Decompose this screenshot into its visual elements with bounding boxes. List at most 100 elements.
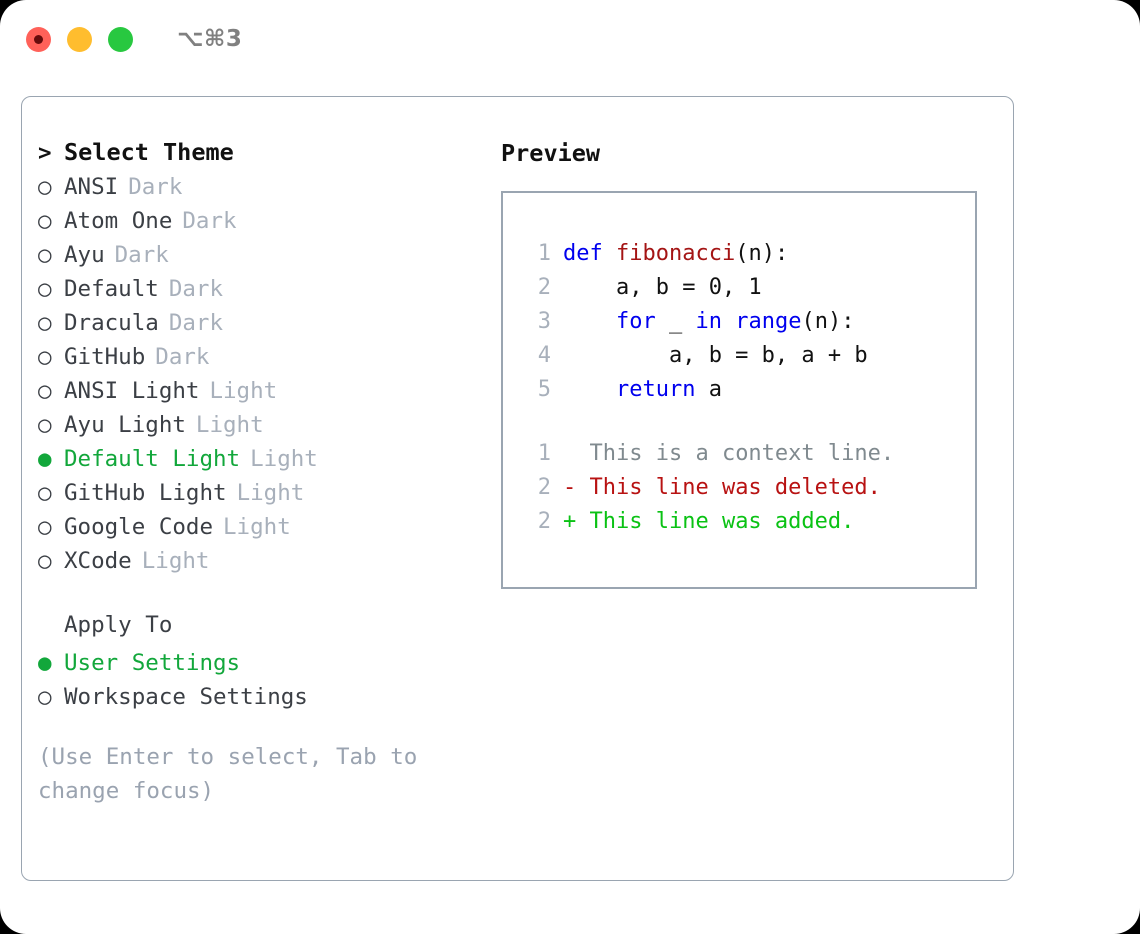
code-token: (n):	[735, 241, 789, 266]
code-token: _	[655, 309, 696, 334]
diff-line: 2+ This line was added.	[521, 505, 975, 539]
radio-unselected-icon[interactable]: ○	[38, 174, 52, 200]
code-token: a, b = 0, 1	[563, 275, 762, 300]
radio-unselected-icon[interactable]: ○	[38, 412, 52, 438]
theme-list-header: > Select Theme	[38, 136, 478, 170]
theme-item-name: XCode	[64, 548, 132, 574]
code-token: fibonacci	[615, 241, 736, 266]
theme-item-name: ANSI Light	[64, 378, 200, 404]
radio-selected-icon[interactable]: ●	[38, 446, 52, 472]
diff-sign: +	[563, 509, 577, 534]
code-token: for	[615, 309, 656, 334]
line-number: 4	[537, 343, 551, 368]
theme-item-name: Google Code	[64, 514, 214, 540]
close-button[interactable]	[26, 26, 51, 52]
apply-to-item-label: User Settings	[64, 650, 241, 676]
radio-unselected-icon[interactable]: ○	[38, 548, 52, 574]
code-token	[722, 309, 735, 334]
code-line-content: def fibonacci(n):	[563, 237, 788, 271]
code-line-content: a, b = b, a + b	[563, 339, 868, 373]
radio-unselected-icon[interactable]: ○	[38, 344, 52, 370]
code-token: in	[695, 309, 722, 334]
theme-list-item[interactable]: ○ Default Dark	[38, 272, 478, 306]
code-token	[563, 377, 616, 402]
theme-list-item[interactable]: ○ ANSI Light Light	[38, 374, 478, 408]
code-line: 2 a, b = 0, 1	[521, 271, 975, 305]
line-number: 2	[537, 509, 551, 534]
theme-item-name: Default Light	[64, 446, 241, 472]
theme-item-kind-badge: Dark	[155, 344, 210, 370]
code-line-content: a, b = 0, 1	[563, 271, 762, 305]
diff-line: 1 This is a context line.	[521, 437, 975, 471]
theme-item-kind-badge: Light	[195, 412, 264, 438]
radio-unselected-icon[interactable]: ○	[38, 480, 52, 506]
theme-item-kind-badge: Light	[236, 480, 305, 506]
radio-unselected-icon[interactable]: ○	[38, 276, 52, 302]
code-line: 5 return a	[521, 373, 975, 407]
apply-to-item[interactable]: ● User Settings	[38, 646, 478, 680]
window-titlebar: ⌥⌘3	[0, 0, 1140, 78]
theme-item-kind-badge: Light	[223, 514, 291, 540]
close-icon	[34, 34, 43, 44]
theme-list-item[interactable]: ○ Google Code Light	[38, 510, 478, 544]
radio-unselected-icon[interactable]: ○	[38, 208, 52, 234]
code-token: return	[615, 377, 696, 402]
code-token: range	[735, 309, 802, 334]
code-line: 3 for _ in range(n):	[521, 305, 975, 339]
diff-line: 2- This line was deleted.	[521, 471, 975, 505]
code-line-content: for _ in range(n):	[563, 305, 854, 339]
apply-to-item-label: Workspace Settings	[64, 684, 308, 710]
theme-item-kind-badge: Light	[209, 378, 278, 404]
maximize-button[interactable]	[108, 26, 133, 52]
theme-list-item[interactable]: ○ GitHub Dark	[38, 340, 478, 374]
line-number: 2	[537, 475, 551, 500]
diff-sign: -	[563, 475, 577, 500]
code-token	[563, 309, 616, 334]
theme-list-item[interactable]: ○ Ayu Light Light	[38, 408, 478, 442]
radio-selected-icon[interactable]: ●	[38, 650, 52, 676]
minimize-button[interactable]	[67, 26, 92, 52]
keyboard-hint-text: (Use Enter to select, Tab to change focu…	[38, 744, 418, 804]
radio-unselected-icon[interactable]: ○	[38, 514, 52, 540]
theme-item-name: GitHub	[64, 344, 146, 370]
code-line: 4 a, b = b, a + b	[521, 339, 975, 373]
theme-item-name: Ayu Light	[64, 412, 186, 438]
line-number: 1	[537, 241, 551, 266]
theme-item-name: Ayu	[64, 242, 105, 268]
theme-list-title: Select Theme	[64, 138, 234, 166]
theme-item-kind-badge: Dark	[128, 174, 183, 200]
diff-sign	[563, 437, 576, 471]
apply-to-item[interactable]: ○ Workspace Settings	[38, 680, 478, 714]
theme-item-kind-badge: Dark	[168, 276, 224, 302]
diff-block: 1 This is a context line.2- This line wa…	[521, 437, 975, 539]
apply-to-header: Apply To	[38, 612, 478, 646]
line-number: 3	[537, 309, 551, 334]
radio-unselected-icon[interactable]: ○	[38, 310, 52, 336]
apply-to-title: Apply To	[64, 612, 173, 638]
code-line-content: return a	[563, 373, 722, 407]
theme-item-name: Default	[64, 276, 159, 302]
theme-item-name: Atom One	[64, 208, 173, 234]
preview-title: Preview	[501, 139, 601, 167]
line-number: 2	[537, 275, 551, 300]
code-diff-spacer	[521, 407, 975, 437]
theme-list-item[interactable]: ○ XCode Light	[38, 544, 478, 578]
section-spacer	[38, 578, 478, 612]
code-token: a	[695, 377, 722, 402]
radio-unselected-icon[interactable]: ○	[38, 684, 52, 710]
radio-unselected-icon[interactable]: ○	[38, 378, 52, 404]
radio-unselected-icon[interactable]: ○	[38, 242, 52, 268]
code-token: a, b = b, a + b	[563, 343, 868, 368]
theme-item-kind-badge: Light	[141, 548, 210, 574]
